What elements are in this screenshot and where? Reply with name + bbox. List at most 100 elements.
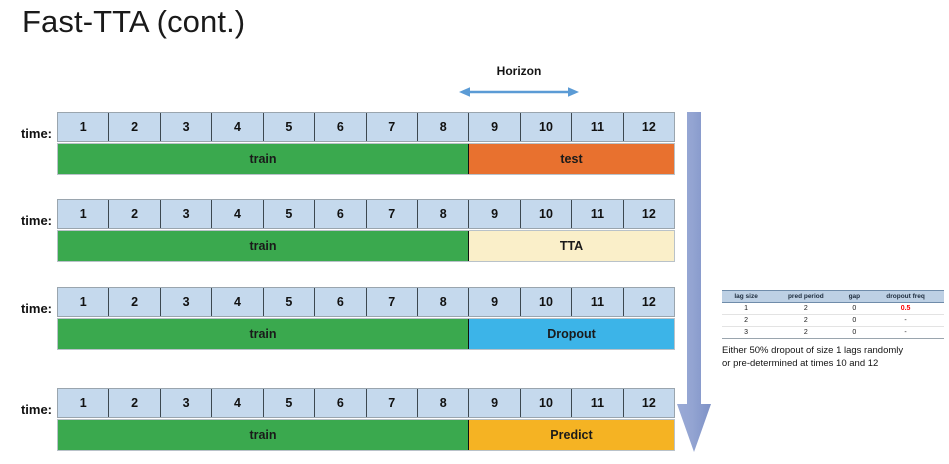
timeline-tick: 3: [160, 288, 213, 316]
timeline-tick: 1: [58, 288, 110, 316]
cell-lag-size: 2: [722, 314, 771, 327]
timeline-tick-row: 1 2 3 4 5 6 7 8 9 10 11 12: [57, 199, 675, 229]
train-segment: train: [58, 144, 469, 174]
timeline-tick: 9: [469, 288, 521, 316]
time-axis-label: time:: [20, 301, 52, 316]
timeline-row-test: time: 1 2 3 4 5 6 7 8 9 10 11 12 train t…: [0, 112, 700, 178]
timeline-tick: 8: [417, 200, 470, 228]
train-segment: train: [58, 319, 469, 349]
timeline-tick: 2: [109, 113, 161, 141]
timeline-tick: 10: [520, 288, 573, 316]
timeline-tick-row: 1 2 3 4 5 6 7 8 9 10 11 12: [57, 287, 675, 317]
test-segment: test: [469, 144, 674, 174]
timeline-tick-row: 1 2 3 4 5 6 7 8 9 10 11 12: [57, 112, 675, 142]
table-header-row: lag size pred period gap dropout freq: [722, 290, 944, 303]
timeline-tick: 4: [212, 288, 264, 316]
cell-gap: 0: [841, 326, 868, 339]
timeline-tick: 12: [623, 113, 675, 141]
cell-lag-size: 3: [722, 326, 771, 339]
horizon-marker: Horizon: [459, 64, 579, 102]
timeline-tick: 1: [58, 200, 110, 228]
timeline-tick-row: 1 2 3 4 5 6 7 8 9 10 11 12: [57, 388, 675, 418]
timeline-tick: 9: [469, 113, 521, 141]
timeline-tick: 6: [315, 389, 367, 417]
train-segment: train: [58, 420, 469, 450]
cell-dropout-freq: -: [867, 314, 944, 327]
timeline-tick: 3: [160, 389, 213, 417]
timeline-tick: 7: [366, 200, 418, 228]
timeline-tick: 10: [520, 113, 573, 141]
page-title: Fast-TTA (cont.): [22, 4, 246, 39]
timeline-tick: 1: [58, 389, 110, 417]
cell-gap: 0: [841, 314, 868, 327]
dropout-config-table: lag size pred period gap dropout freq 1 …: [722, 290, 944, 339]
timeline-tick: 6: [315, 200, 367, 228]
timeline-tick: 12: [623, 288, 675, 316]
timeline-tick: 11: [572, 389, 624, 417]
timeline-tick: 2: [109, 200, 161, 228]
column-header-pred-period: pred period: [770, 290, 842, 303]
timeline-tick: 1: [58, 113, 110, 141]
table-row: 1 2 0 0.5: [722, 302, 944, 315]
train-segment: train: [58, 231, 469, 261]
timeline-tick: 7: [366, 113, 418, 141]
time-axis-label: time:: [20, 402, 52, 417]
timeline-grid: 1 2 3 4 5 6 7 8 9 10 11 12 train TTA: [57, 199, 675, 262]
timeline-tick: 8: [417, 389, 470, 417]
timeline-bar-row: train test: [57, 143, 675, 175]
cell-pred-period: 2: [770, 314, 842, 327]
timeline-tick: 12: [623, 200, 675, 228]
timeline-row-tta: time: 1 2 3 4 5 6 7 8 9 10 11 12 train T…: [0, 199, 700, 265]
tta-segment: TTA: [469, 231, 674, 261]
dropout-caption-line-1: Either 50% dropout of size 1 lags random…: [722, 345, 904, 356]
timeline-tick: 11: [572, 113, 624, 141]
dropout-segment: Dropout: [469, 319, 674, 349]
flow-down-arrow-icon: [677, 112, 711, 452]
timeline-bar-row: train Dropout: [57, 318, 675, 350]
timeline-tick: 8: [417, 288, 470, 316]
timeline-grid: 1 2 3 4 5 6 7 8 9 10 11 12 train Predict: [57, 388, 675, 451]
cell-dropout-freq: 0.5: [867, 302, 944, 315]
horizon-double-arrow-icon: [459, 87, 579, 97]
predict-segment: Predict: [469, 420, 674, 450]
cell-dropout-freq: -: [867, 326, 944, 339]
timeline-tick: 4: [212, 113, 264, 141]
timeline-tick: 4: [212, 200, 264, 228]
time-axis-label: time:: [20, 213, 52, 228]
table-row: 3 2 0 -: [722, 326, 944, 339]
timeline-tick: 7: [366, 389, 418, 417]
timeline-tick: 6: [315, 113, 367, 141]
timeline-tick: 9: [469, 389, 521, 417]
timeline-tick: 5: [263, 113, 316, 141]
timeline-tick: 3: [160, 113, 213, 141]
table-row: 2 2 0 -: [722, 314, 944, 327]
timeline-row-predict: time: 1 2 3 4 5 6 7 8 9 10 11 12 train P…: [0, 388, 700, 454]
timeline-tick: 10: [520, 389, 573, 417]
timeline-tick: 4: [212, 389, 264, 417]
timeline-bar-row: train TTA: [57, 230, 675, 262]
timeline-tick: 5: [263, 200, 316, 228]
timeline-tick: 9: [469, 200, 521, 228]
cell-pred-period: 2: [770, 302, 842, 315]
timeline-tick: 6: [315, 288, 367, 316]
timeline-tick: 2: [109, 288, 161, 316]
timeline-tick: 8: [417, 113, 470, 141]
timeline-tick: 2: [109, 389, 161, 417]
timeline-tick: 5: [263, 389, 316, 417]
timeline-tick: 11: [572, 200, 624, 228]
dropout-caption-line-2: or pre-determined at times 10 and 12: [722, 358, 879, 369]
timeline-tick: 11: [572, 288, 624, 316]
timeline-tick: 12: [623, 389, 675, 417]
timeline-tick: 3: [160, 200, 213, 228]
cell-lag-size: 1: [722, 302, 771, 315]
time-axis-label: time:: [20, 126, 52, 141]
dropout-config-panel: lag size pred period gap dropout freq 1 …: [722, 290, 944, 370]
cell-gap: 0: [841, 302, 868, 315]
timeline-bar-row: train Predict: [57, 419, 675, 451]
column-header-gap: gap: [841, 290, 868, 303]
timeline-grid: 1 2 3 4 5 6 7 8 9 10 11 12 train test: [57, 112, 675, 175]
timeline-grid: 1 2 3 4 5 6 7 8 9 10 11 12 train Dropout: [57, 287, 675, 350]
column-header-lag-size: lag size: [722, 290, 771, 303]
cell-pred-period: 2: [770, 326, 842, 339]
timeline-tick: 7: [366, 288, 418, 316]
